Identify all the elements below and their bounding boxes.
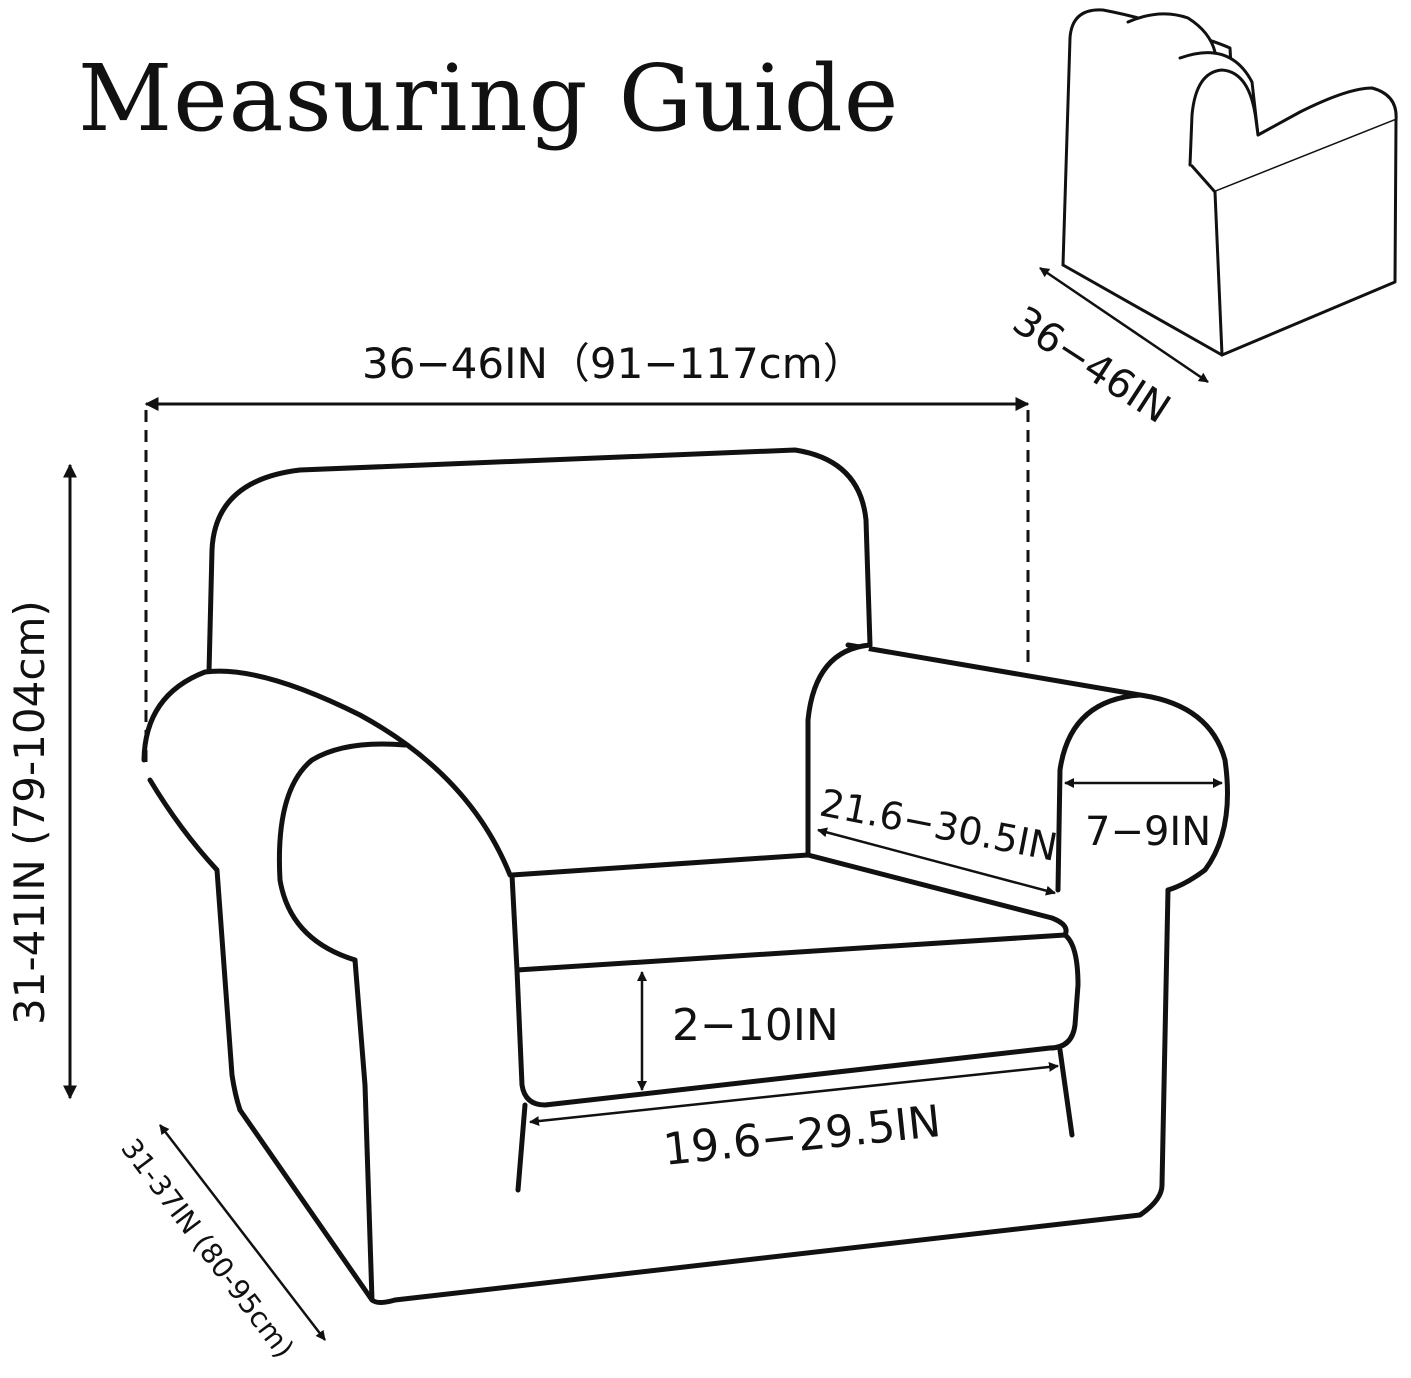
small-chair-icon (1061, 8, 1398, 357)
page-title: Measuring Guide (78, 45, 900, 152)
main-chair-outline (141, 447, 1230, 1305)
seat-depth-label: 21.6−30.5IN (816, 781, 1061, 870)
depth-label: 31-37IN (80-95cm) (114, 1132, 300, 1364)
small-width-label: 36−46IN (1005, 298, 1179, 433)
height-label: 31-41IN (79-104cm) (5, 600, 54, 1025)
small-width-arrow (1039, 266, 1209, 384)
depth-arrow (159, 1124, 326, 1341)
seat-width-arrow (529, 1061, 1059, 1127)
width-label: 36−46IN（91−117cm） (362, 339, 865, 388)
seat-depth-arrow (817, 827, 1056, 896)
cushion-thickness-label: 2−10IN (672, 1000, 839, 1051)
arm-width-label: 7−9IN (1085, 809, 1211, 855)
